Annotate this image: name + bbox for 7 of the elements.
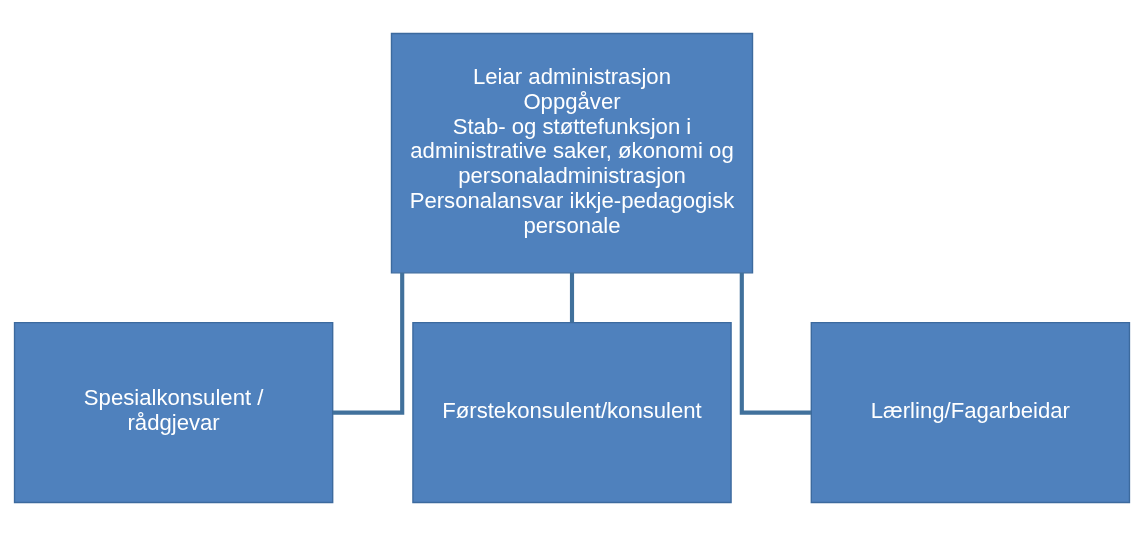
node-box: Leiar administrasjon Oppgåver Stab- og støttefunksjon i administrative saker, økonomi og personaladministrasjon Personalansvar ikkje-pedagogisk personale: [390, 32, 754, 274]
connector: [739, 272, 811, 415]
node-box: Lærling/Fagarbeidar: [810, 321, 1131, 503]
connector: [569, 272, 575, 322]
connector: [333, 272, 405, 415]
node-box: Førstekonsulent/konsulent: [412, 321, 732, 503]
node-box: Spesialkonsulent / rådgjevar: [13, 321, 334, 503]
